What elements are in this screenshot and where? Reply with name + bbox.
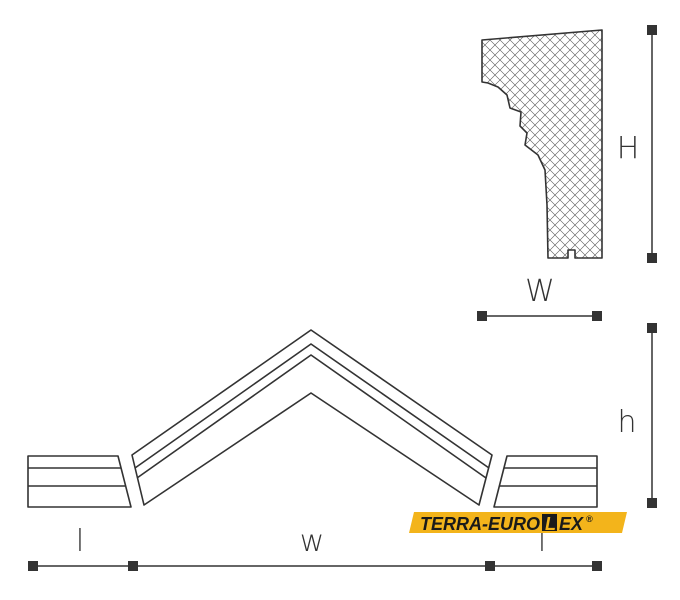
label-l-left: l [76,524,84,559]
profile-cross-section [481,29,603,259]
molding-segment-left [27,455,132,508]
logo-registered-mark: ® [586,514,593,524]
label-W: W [525,274,555,309]
label-H: H [617,131,640,166]
logo-text-part2: EX [559,514,584,534]
molding-segment-center [131,329,493,506]
dimension-bottom: l w l [28,524,602,571]
logo-text-part1: TERRA-EURO [420,514,540,534]
terra-eurolex-logo: TERRA-EURO L EX ® [409,512,627,534]
label-l-right: l [538,524,546,559]
dimension-W: W [477,274,602,321]
dimension-h: h [617,323,657,508]
molding-segment-right [493,455,598,508]
logo-letter-l: L [545,514,556,534]
label-h: h [617,405,636,440]
label-w: w [300,524,325,559]
dimension-H: H [617,25,657,263]
